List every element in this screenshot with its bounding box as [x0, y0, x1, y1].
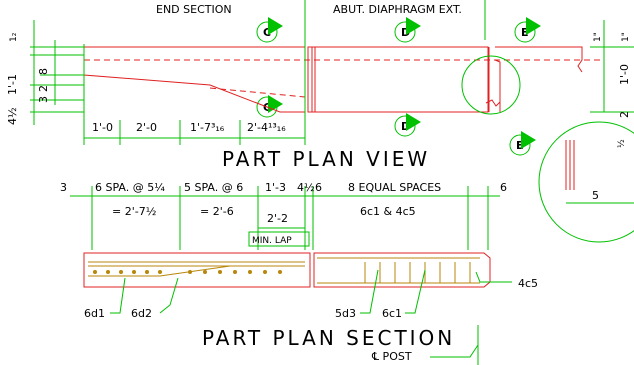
plan-view-outline [83, 46, 600, 113]
dim-8-equal: 8 EQUAL SPACES [348, 181, 441, 194]
post-label: ℄ POST [371, 350, 412, 363]
label-6d1: 6d1 [84, 307, 105, 320]
svg-text:4½: 4½ [6, 107, 19, 125]
dim-2-2: 2'-2 [267, 212, 288, 225]
label-4c5: 4c5 [518, 277, 538, 290]
header-end-section: END SECTION [156, 3, 232, 16]
svg-text:1": 1" [621, 32, 631, 42]
svg-text:½: ½ [617, 139, 627, 148]
plan-view-left-dimensions: 1₂ 1'-1 8 2 3 4½ [6, 20, 84, 125]
detail-circle-large [538, 121, 634, 243]
svg-text:1'-0: 1'-0 [618, 64, 631, 85]
plan-section-title: PART PLAN SECTION [202, 326, 455, 350]
callout-arrow-icon [406, 113, 421, 131]
section-callout-d-bottom: D [394, 113, 421, 137]
label-6d2: 6d2 [131, 307, 152, 320]
plan-view-bottom-dimensions: 1'-0 2'-0 1'-7³₁₆ 2'-4¹³₁₆ [84, 120, 305, 145]
post-leader [430, 344, 479, 358]
plan-section-bar-labels: 6d1 6d2 5d3 6c1 4c5 [84, 269, 538, 320]
section-callout-c-top: C [256, 17, 283, 43]
svg-text:1": 1" [593, 32, 603, 42]
svg-text:5: 5 [592, 189, 599, 202]
plan-view-title: PART PLAN VIEW [222, 147, 430, 171]
dim-5-spa: 5 SPA. @ 6 [184, 181, 243, 194]
label-5d3: 5d3 [335, 307, 356, 320]
svg-text:E: E [516, 139, 524, 152]
callout-arrow-icon [521, 131, 536, 149]
svg-text:1₂: 1₂ [9, 32, 19, 42]
section-callout-d-top: D [394, 17, 421, 43]
section-callout-e-top: E [514, 17, 541, 43]
section-callout-e-mid: E [509, 131, 536, 156]
dim-2-0: 2'-0 [136, 121, 157, 134]
dim-2-6: = 2'-6 [200, 205, 234, 218]
svg-text:C: C [263, 26, 271, 39]
svg-text:1'-1: 1'-1 [6, 74, 19, 95]
svg-text:2: 2 [618, 111, 631, 118]
plan-section-top-dimensions: 3 6 SPA. @ 5¼ 5 SPA. @ 6 1'-3 4½ 6 8 EQU… [60, 181, 507, 250]
header-abut-diaphragm: ABUT. DIAPHRAGM EXT. [333, 3, 462, 16]
dim-1-3: 1'-3 [265, 181, 286, 194]
dim-6-right: 6 [500, 181, 507, 194]
svg-text:E: E [521, 26, 529, 39]
dim-6-spa: 6 SPA. @ 5¼ [95, 181, 165, 194]
dim-6-mid: 6 [315, 181, 322, 194]
plan-section-rebar [88, 257, 480, 284]
svg-text:8: 8 [37, 68, 50, 75]
callout-arrow-icon [526, 17, 541, 35]
label-6c1: 6c1 [382, 307, 402, 320]
dim-2-7-half: = 2'-7½ [112, 205, 156, 218]
callout-arrow-icon [268, 17, 283, 35]
svg-text:D: D [401, 26, 410, 39]
detail-circle-e [461, 55, 521, 115]
dim-1-7-3-16: 1'-7³₁₆ [190, 121, 225, 134]
dim-3: 3 [60, 181, 67, 194]
min-lap-label: MIN. LAP [252, 236, 292, 246]
svg-text:3: 3 [37, 96, 50, 103]
dim-1-0: 1'-0 [92, 121, 113, 134]
svg-text:D: D [401, 120, 410, 133]
callout-arrow-icon [406, 17, 421, 35]
dim-2-4-13-16: 2'-4¹³₁₆ [247, 121, 286, 134]
section-callout-c-bottom: C [256, 95, 283, 118]
dim-4-half: 4½ [297, 181, 315, 194]
dim-6c1-4c5: 6c1 & 4c5 [360, 205, 416, 218]
plan-view-right-dimensions: 1" 1" 1'-0 2 ½ 5 [565, 20, 634, 204]
svg-text:2: 2 [37, 85, 50, 92]
